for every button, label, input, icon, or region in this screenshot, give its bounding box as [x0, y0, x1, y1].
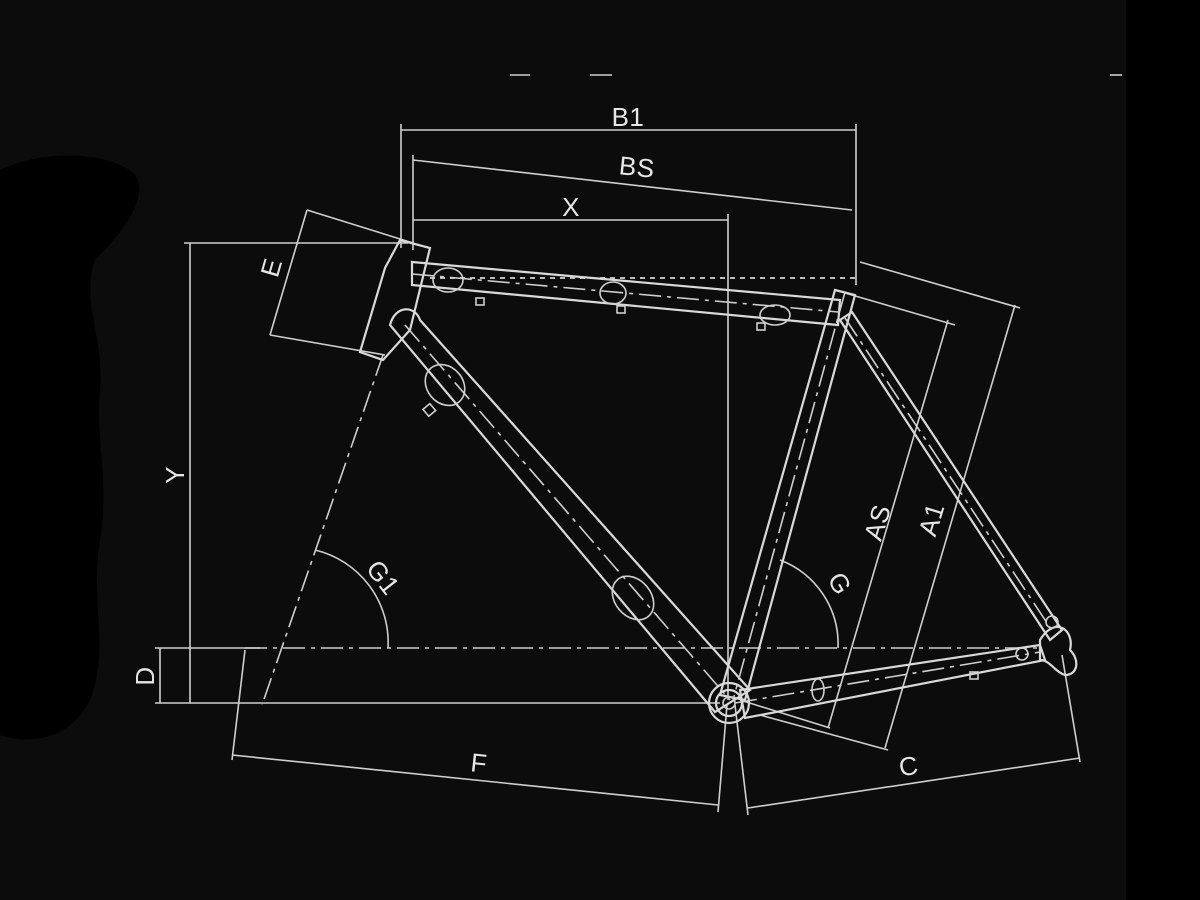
label-d: D	[130, 666, 160, 685]
frame-tubes	[358, 238, 1078, 725]
label-bs: BS	[618, 150, 657, 184]
label-y: Y	[160, 466, 190, 484]
label-c: C	[897, 750, 921, 783]
left-redaction-blob	[0, 155, 140, 740]
label-a1: A1	[912, 499, 950, 539]
right-border	[1126, 0, 1200, 900]
label-x: X	[562, 192, 580, 222]
dimension-labels: B1 BS X E Y G1 G AS A1 D F C	[130, 102, 951, 782]
label-e: E	[254, 255, 288, 280]
label-b1: B1	[612, 102, 645, 132]
label-f: F	[469, 747, 488, 779]
dimension-lines	[155, 74, 1122, 816]
label-g: G	[822, 567, 858, 600]
label-as: AS	[858, 501, 897, 544]
label-g1: G1	[360, 554, 406, 601]
